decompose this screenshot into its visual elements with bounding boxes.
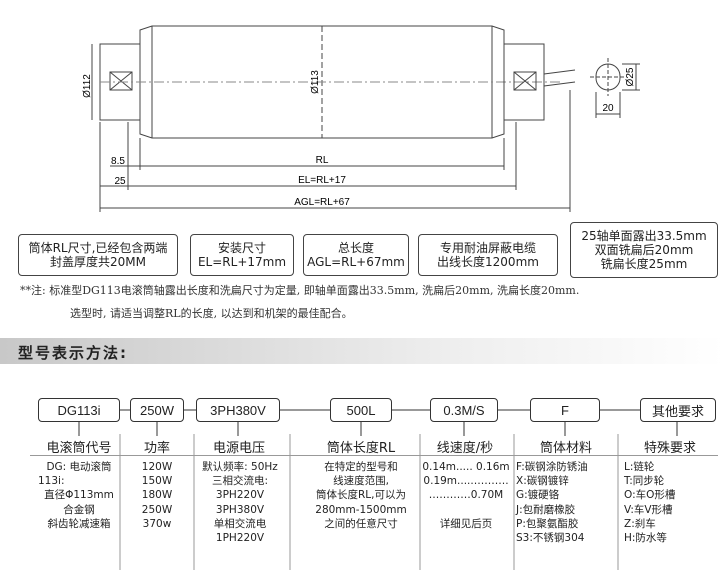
- list-item: 250W: [141, 503, 173, 516]
- col-material: F:碳钢涂防锈油 X:碳钢镀锌 G:镀硬铬 J:包耐磨橡胶 P:包聚氨酯胶 S3…: [516, 460, 616, 545]
- callout-line: 封盖厚度共20MM: [50, 255, 146, 269]
- col-title-special: 特殊要求: [643, 441, 696, 456]
- dim-agl: AGL=RL+67: [294, 197, 350, 208]
- dim-flat-width: 20: [602, 103, 614, 114]
- roller-drawing: Ø112 Ø113 Ø25 20 8.5 25 RL EL=RL+17 AGL=…: [82, 25, 640, 212]
- col-power: 120W 150W 180W 250W 370w: [120, 460, 194, 531]
- dim-end-diameter: Ø112: [82, 74, 93, 98]
- dim-el: EL=RL+17: [298, 175, 346, 186]
- list-item: 三相交流电:: [211, 475, 269, 488]
- callout-line: 双面铣扁后20mm: [594, 243, 694, 257]
- code-model: DG113i: [38, 398, 120, 422]
- list-item: 直径Φ113mm: [44, 489, 114, 502]
- col-model: DG: 电动滚筒 113i: 直径Φ113mm 合金钢 斜齿轮减速箱: [30, 460, 128, 531]
- list-item: Z:刹车: [624, 517, 656, 530]
- list-item: 在特定的型号和: [324, 461, 398, 473]
- section-header-bar: [0, 338, 724, 364]
- dim-shaft-diameter: Ø25: [625, 67, 636, 86]
- col-title-length: 筒体长度RL: [326, 441, 396, 456]
- col-voltage: 默认频率: 50Hz 三相交流电: 3PH220V 3PH380V 单相交流电 …: [190, 460, 290, 545]
- col-length: 在特定的型号和 线速度范围, 筒体长度RL,可以为 280mm-1500mm 之…: [296, 460, 426, 531]
- list-item: 默认频率: 50Hz: [202, 461, 278, 473]
- list-item: 3PH220V: [215, 489, 265, 502]
- col-title-speed: 线速度/秒: [436, 441, 494, 456]
- dim-25: 25: [114, 176, 126, 187]
- code-voltage: 3PH380V: [196, 398, 280, 422]
- list-item: 113i:: [38, 475, 65, 488]
- list-item: 0.14m..... 0.16m: [422, 461, 510, 473]
- callout-rl: 筒体RL尺寸,已经包含两端 封盖厚度共20MM: [18, 234, 178, 276]
- title-divider: [30, 455, 718, 456]
- list-item: 斜齿轮减速箱: [47, 517, 111, 530]
- col-speed: 0.14m..... 0.16m 0.19m.....………. …………0.70…: [418, 460, 514, 531]
- dim-body-diameter: Ø113: [310, 70, 321, 94]
- callout-line: EL=RL+17mm: [197, 255, 287, 269]
- col-title-material: 筒体材料: [539, 441, 592, 456]
- left-bearing: [109, 71, 133, 91]
- list-item: 合金钢: [63, 503, 95, 516]
- list-item: 180W: [141, 489, 173, 502]
- list-item: O:车O形槽: [624, 489, 676, 502]
- list-item: F:碳钢涂防锈油: [516, 461, 588, 473]
- callout-el: 安装尺寸 EL=RL+17mm: [190, 234, 294, 276]
- list-item: 3PH380V: [215, 503, 265, 516]
- col-title-voltage: 电源电压: [212, 441, 265, 456]
- list-item: S3:不锈钢304: [516, 532, 585, 545]
- list-item: DG: 电动滚筒: [46, 461, 112, 473]
- list-item: 0.19m.....……….: [423, 475, 509, 488]
- code-special: 其他要求: [640, 398, 716, 422]
- list-item: 1PH220V: [215, 532, 265, 545]
- list-item: 筒体长度RL,可以为: [316, 489, 406, 502]
- callout-shaft: 25轴单面露出33.5mm 双面铣扁后20mm 铣扁长度25mm: [570, 222, 718, 278]
- callout-agl: 总长度 AGL=RL+67mm: [303, 234, 409, 276]
- list-item: 150W: [141, 475, 173, 488]
- list-item: H:防水等: [624, 532, 667, 545]
- code-power: 250W: [130, 398, 184, 422]
- callout-line: 出线长度1200mm: [437, 255, 539, 269]
- list-item: G:镀硬铬: [516, 489, 560, 502]
- column-dividers: [119, 434, 619, 570]
- col-title-model: 电滚筒代号: [46, 441, 112, 456]
- list-item: 详细见后页: [439, 517, 493, 530]
- callout-line: AGL=RL+67mm: [307, 255, 405, 269]
- list-item: 370w: [142, 517, 172, 530]
- list-item: J:包耐磨橡胶: [516, 503, 576, 516]
- list-item: L:链轮: [624, 461, 655, 473]
- list-item: 单相交流电: [213, 517, 267, 530]
- code-speed: 0.3M/S: [430, 398, 498, 422]
- cable: [543, 69, 576, 87]
- callout-line: 安装尺寸: [217, 241, 266, 255]
- note-line-1: **注: 标准型DG113电滚筒轴露出长度和洗扁尺寸为定量, 即轴单面露出33.…: [20, 284, 580, 297]
- callout-line: 专用耐油屏蔽电缆: [439, 241, 536, 255]
- model-connectors: [78, 409, 678, 436]
- list-item: P:包聚氨酯胶: [516, 517, 579, 530]
- code-material: F: [530, 398, 600, 422]
- list-item: 280mm-1500mm: [315, 503, 407, 516]
- list-item: 之间的任意尺寸: [324, 517, 398, 530]
- list-item: 线速度范围,: [333, 475, 389, 488]
- list-item: T:同步轮: [624, 475, 665, 488]
- tube-body: [139, 25, 505, 139]
- callout-line: 总长度: [337, 241, 374, 255]
- note-line-2: 选型时, 请适当调整RL的长度, 以达到和机架的最佳配合。: [70, 307, 353, 320]
- callout-line: 筒体RL尺寸,已经包含两端: [28, 241, 168, 255]
- callout-line: 铣扁长度25mm: [600, 257, 688, 271]
- right-end-cap: [503, 43, 545, 121]
- list-item: V:车V形槽: [624, 503, 673, 516]
- list-item: …………0.70M: [428, 489, 504, 502]
- list-item: 120W: [141, 461, 173, 473]
- list-item: X:碳钢镀锌: [516, 475, 569, 488]
- dim-rl: RL: [316, 155, 329, 166]
- col-special: L:链轮 T:同步轮 O:车O形槽 V:车V形槽 Z:刹车 H:防水等: [624, 460, 718, 545]
- col-title-power: 功率: [143, 441, 170, 456]
- callout-cable: 专用耐油屏蔽电缆 出线长度1200mm: [418, 234, 558, 276]
- callout-line: 25轴单面露出33.5mm: [581, 229, 707, 243]
- dim-8-5: 8.5: [111, 156, 125, 167]
- code-length: 500L: [330, 398, 392, 422]
- section-title: 型号表示方法:: [18, 344, 128, 362]
